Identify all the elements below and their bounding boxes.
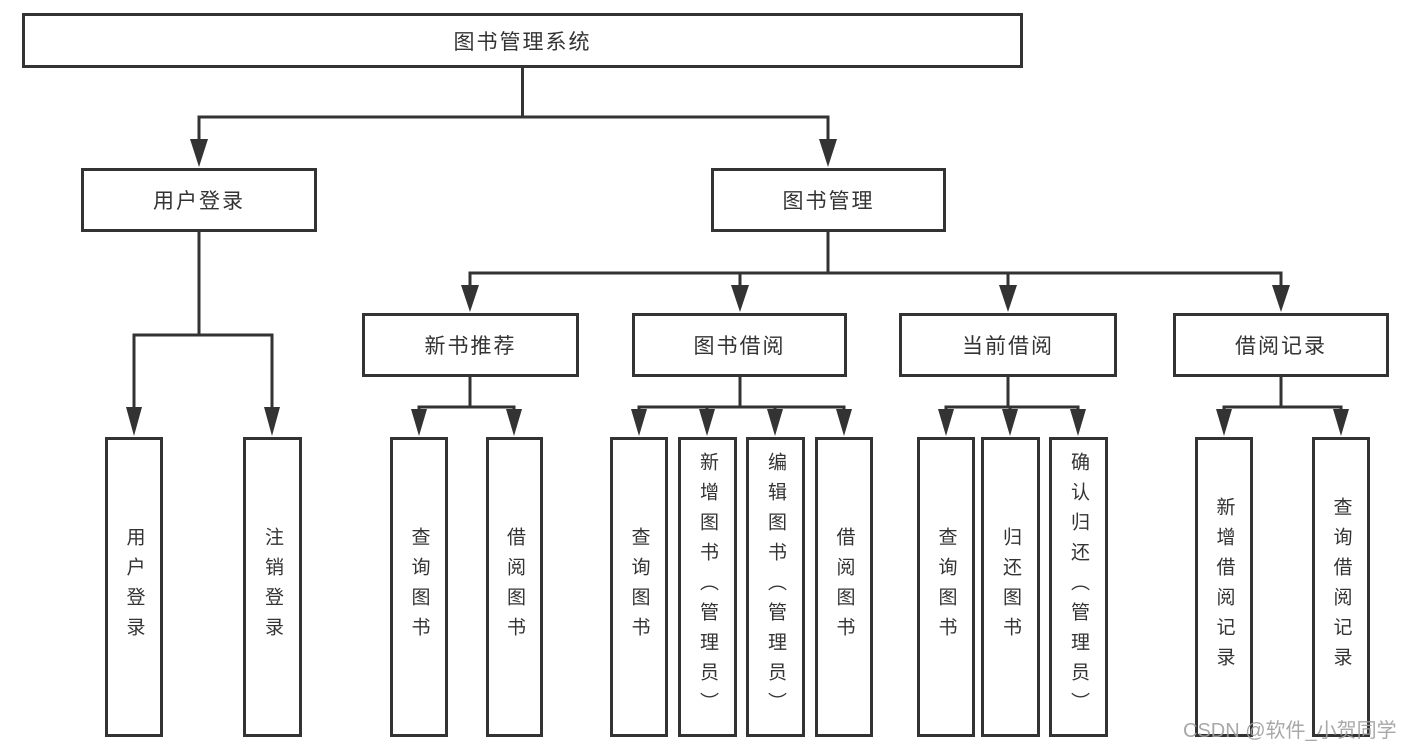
arrowhead-icon	[506, 409, 522, 436]
leaf-user-login: 用户登录	[105, 437, 163, 737]
arrowhead-icon	[631, 409, 647, 436]
leaf-borrow-books-recommend: 借阅图书	[486, 437, 543, 737]
node-book-borrow: 图书借阅	[632, 313, 847, 377]
connector-borrow-records-to-leaves	[1216, 375, 1349, 436]
arrowhead-icon	[1272, 285, 1290, 312]
leaf-add-book-admin: 新增图书（管理员）	[678, 437, 737, 737]
leaf-query-books-recommend: 查询图书	[390, 437, 448, 737]
connector-current-borrow-to-leaves	[938, 375, 1086, 436]
connector-book-mgmt-to-level3	[461, 230, 1290, 312]
arrowhead-icon	[836, 409, 852, 436]
arrowhead-icon	[699, 409, 715, 436]
leaf-logout: 注销登录	[243, 437, 302, 737]
arrowhead-icon	[461, 285, 479, 312]
arrowhead-icon	[1333, 409, 1349, 436]
watermark: CSDN @软件_小贺同学	[1183, 720, 1397, 742]
leaf-add-borrow-record: 新增借阅记录	[1195, 437, 1253, 737]
arrowhead-icon	[1216, 409, 1232, 436]
node-new-book-recommend: 新书推荐	[362, 313, 579, 377]
arrowhead-icon	[190, 139, 208, 167]
arrowhead-icon	[999, 285, 1017, 312]
leaf-query-books-borrow: 查询图书	[610, 437, 668, 737]
node-current-borrow: 当前借阅	[899, 313, 1117, 377]
node-borrow-records: 借阅记录	[1173, 313, 1389, 377]
arrowhead-icon	[411, 409, 427, 436]
arrowhead-icon	[264, 407, 280, 436]
arrowhead-icon	[938, 409, 954, 436]
node-user-login: 用户登录	[81, 168, 317, 232]
arrowhead-icon	[1070, 409, 1086, 436]
connector-book-borrow-to-leaves	[631, 375, 852, 436]
arrowhead-icon	[767, 409, 783, 436]
leaf-return-book: 归还图书	[981, 437, 1040, 737]
arrowhead-icon	[819, 139, 837, 167]
connector-root-to-level2	[190, 66, 837, 167]
connector-user-login-to-leaves	[126, 230, 280, 436]
connector-new-book-to-leaves	[411, 375, 522, 436]
node-book-management: 图书管理	[711, 168, 946, 232]
leaf-query-borrow-record: 查询借阅记录	[1312, 437, 1370, 737]
leaf-edit-book-admin: 编辑图书（管理员）	[746, 437, 805, 737]
arrowhead-icon	[126, 407, 142, 436]
arrowhead-icon	[1002, 409, 1018, 436]
leaf-query-books-current: 查询图书	[917, 437, 975, 737]
arrowhead-icon	[731, 285, 749, 312]
node-root-book-management-system: 图书管理系统	[22, 13, 1023, 68]
leaf-confirm-return-admin: 确认归还（管理员）	[1049, 437, 1108, 737]
leaf-borrow-books: 借阅图书	[815, 437, 873, 737]
